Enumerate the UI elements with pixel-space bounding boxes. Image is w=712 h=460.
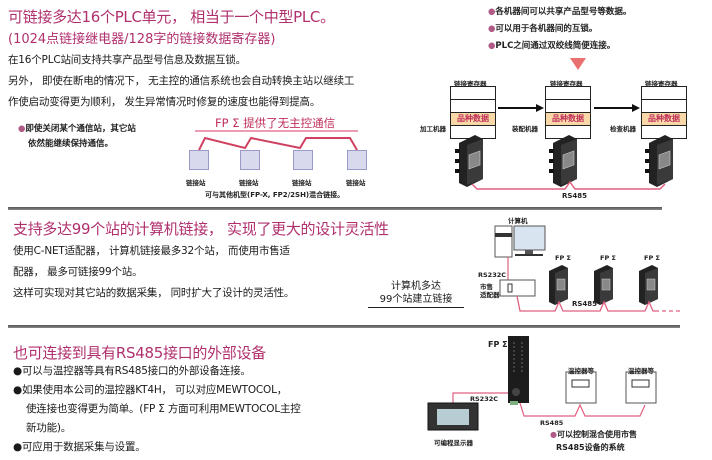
plc-label: FP Σ bbox=[555, 254, 571, 262]
machine-label: 加工机器 bbox=[420, 125, 446, 133]
bullet-icon: ● bbox=[550, 430, 557, 439]
adapter-label: 市售 适配器 bbox=[480, 283, 500, 299]
section3-title: 也可连接到具有RS485接口的外部设备 bbox=[13, 344, 266, 362]
station-label: 链接站 bbox=[186, 179, 206, 187]
plc-label: FP Σ bbox=[488, 340, 508, 349]
section1-body: 在16个PLC站间支持共享产品型号信息及数据互锁。 另外， 即使在断电的情况下，… bbox=[8, 50, 354, 113]
rs232c-label: RS232C bbox=[478, 271, 507, 279]
plc-unit-icon bbox=[549, 265, 568, 305]
rs485-label: RS485 bbox=[562, 192, 588, 200]
bullet-icon: ● bbox=[488, 41, 496, 51]
plc-unit-icon bbox=[594, 265, 613, 305]
feature-item: ●各机器间可以共享产品型号等数据。 bbox=[488, 7, 632, 17]
machine-label: 装配机器 bbox=[512, 125, 538, 133]
section1-feature-list: ●各机器间可以共享产品型号等数据。 ●可以用于各机器间的互锁。 ●PLC之间通过… bbox=[488, 4, 631, 55]
programmable-display-icon bbox=[427, 402, 479, 431]
plc-unit-icon bbox=[639, 265, 658, 305]
feature-item: ●可以用于各机器间的互锁。 bbox=[488, 24, 598, 34]
paragraph: 另外， 即使在断电的情况下， 无主控的通信系统也会自动转换主站以继续工 bbox=[8, 75, 355, 87]
bullet-icon: ● bbox=[13, 365, 22, 377]
register-label: 链接寄存器 bbox=[454, 80, 487, 88]
plc-unit-icon bbox=[549, 135, 577, 187]
paragraph: 作使启动变得更为顺利， 发生异常情况时修复的速度也能得到提高。 bbox=[8, 96, 321, 108]
section2-title: 支持多达99个站的计算机链接， 实现了更大的设计灵活性 bbox=[13, 220, 389, 238]
section-divider bbox=[8, 207, 501, 210]
plc-unit-icon bbox=[645, 135, 673, 187]
bullet-icon: ● bbox=[18, 124, 26, 134]
temperature-controller-icon bbox=[625, 371, 657, 404]
link-station bbox=[293, 150, 313, 170]
station-label: 链接站 bbox=[239, 179, 259, 187]
plc-tall-icon bbox=[508, 336, 529, 405]
feature-item: ●PLC之间通过双绞线简便连接。 bbox=[488, 41, 616, 51]
link-register-table: 品种数据 bbox=[641, 86, 687, 139]
adapter-icon bbox=[499, 279, 536, 297]
computer-label: 计算机 bbox=[508, 217, 528, 225]
plc-label: FP Σ bbox=[644, 254, 660, 262]
display-label: 可编程显示器 bbox=[434, 439, 473, 447]
link-station bbox=[240, 150, 260, 170]
temperature-controller-icon bbox=[565, 371, 597, 404]
section3-note: ●可以控制混合使用市售 RS485设备的系统 bbox=[550, 430, 637, 452]
link-station bbox=[189, 150, 209, 170]
link-register-table: 品种数据 bbox=[450, 86, 496, 139]
bullet-icon: ● bbox=[13, 441, 22, 453]
bullet-icon: ● bbox=[13, 384, 22, 396]
paragraph: 在16个PLC站间支持共享产品型号信息及数据互锁。 bbox=[8, 54, 246, 66]
machine-label: 检查机器 bbox=[610, 125, 636, 133]
section2-body: 使用C-NET适配器， 计算机链接最多32个站， 而使用市售适 配器， 最多可链… bbox=[13, 245, 295, 299]
link-register-table: 品种数据 bbox=[545, 86, 591, 139]
section1-subtitle: (1024点链接继电器/128字的链接数据寄存器) bbox=[8, 32, 276, 47]
rs485-label: RS485 bbox=[572, 300, 598, 308]
link-station bbox=[347, 150, 367, 170]
register-label: 链接寄存器 bbox=[550, 80, 583, 88]
plc-label: FP Σ bbox=[600, 254, 616, 262]
section-divider bbox=[280, 325, 680, 328]
controller-label: 温控器等 bbox=[628, 367, 654, 375]
station-label: 链接站 bbox=[292, 179, 312, 187]
bullet-icon: ● bbox=[488, 7, 496, 17]
section1-note: ●即使关闭某个通信站，其它站 依然能继续保持通信。 bbox=[18, 124, 136, 149]
bullet-item: ●如果使用本公司的温控器KT4H， 可以对应MEWTOCOL， bbox=[13, 384, 288, 396]
mix-link-note: 可与其他机型(FP-X, FP2/2SH)混合链接。 bbox=[205, 191, 345, 199]
rs485-label: RS485 bbox=[540, 419, 564, 427]
computer-icon bbox=[494, 225, 546, 258]
callout-computer-link: 计算机多达 99个站建立链接 bbox=[368, 280, 464, 308]
section1-title: 可链接多达16个PLC单元， 相当于一个中型PLC。 bbox=[8, 8, 335, 26]
register-label: 链接寄存器 bbox=[645, 80, 678, 88]
controller-label: 温控器等 bbox=[568, 367, 594, 375]
rs232c-label: RS232C bbox=[470, 395, 499, 403]
bullet-item: ●可以与温控器等具有RS485接口的外部设备连接。 bbox=[13, 365, 251, 377]
section-divider bbox=[500, 207, 662, 210]
masterless-diagram-title: FP Σ 提供了无主控通信 bbox=[215, 116, 336, 130]
section-divider bbox=[8, 325, 280, 328]
bullet-icon: ● bbox=[488, 24, 496, 34]
bullet-item: ●可应用于数据采集与设置。 bbox=[13, 441, 146, 453]
plc-unit-icon bbox=[455, 135, 483, 187]
section3-bullets: ●可以与温控器等具有RS485接口的外部设备连接。 ●如果使用本公司的温控器KT… bbox=[13, 362, 301, 457]
station-label: 链接站 bbox=[346, 179, 366, 187]
